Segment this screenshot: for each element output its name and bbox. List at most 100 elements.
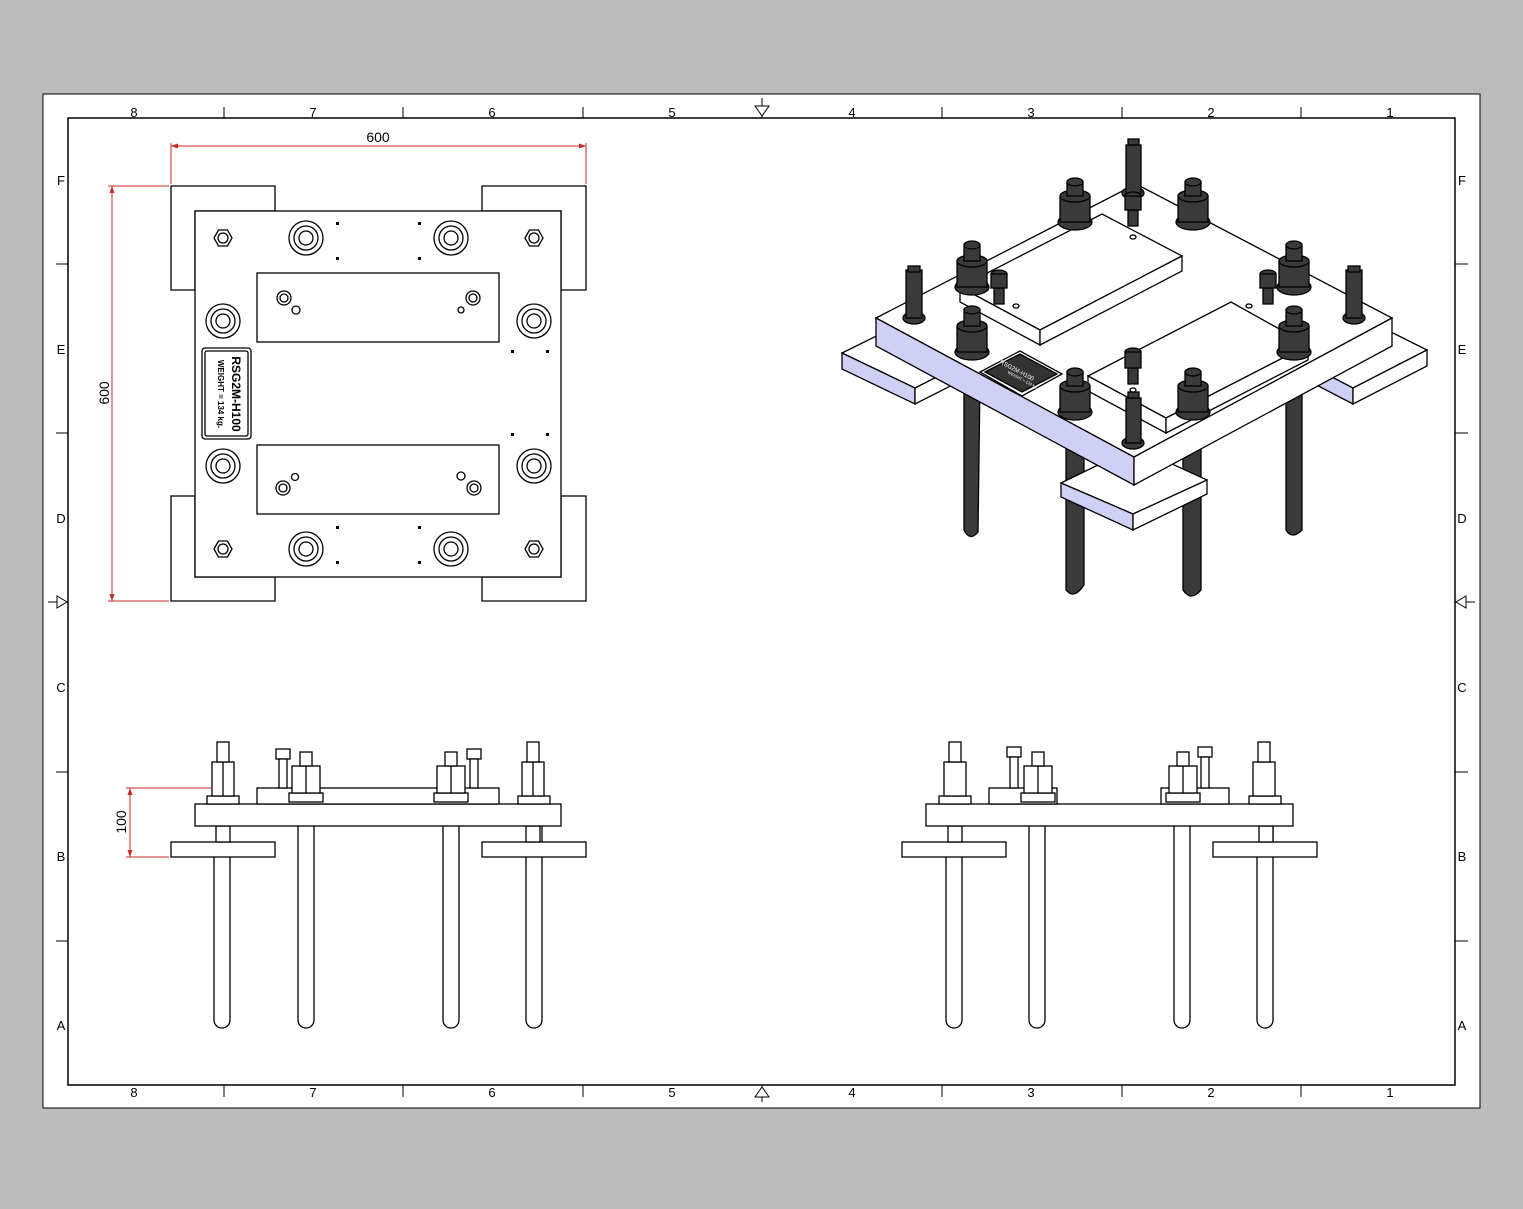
cap-screw-shank [1009,756,1019,789]
cap-screw-shank [469,758,479,789]
spacer [525,825,541,843]
spacer [947,825,963,843]
nut-washer [433,220,469,256]
col-label-top: 8 [130,105,137,120]
iso-guide-rod [963,379,981,538]
guide-rod [1173,826,1191,1029]
iso-guide-rod [1285,379,1303,536]
nut-washer [205,303,241,339]
col-label-bottom: 2 [1207,1085,1214,1100]
col-label-top: 2 [1207,105,1214,120]
cap-screw-shank [278,758,288,789]
row-label-right: A [1458,1018,1467,1033]
iso-guide-rod [1182,439,1202,597]
cap-screw [465,290,481,306]
cap-screw [1197,746,1213,758]
nut-washer [516,303,552,339]
nut-washer [288,531,324,567]
cap-screw [276,290,292,306]
col-label-top: 1 [1386,105,1393,120]
stud [299,751,313,767]
nut-washer [205,448,241,484]
col-label-bottom: 8 [130,1085,137,1100]
row-label-right: C [1457,680,1466,695]
guide-rod [213,842,231,1029]
row-label-left: A [57,1018,66,1033]
hex-nut [213,229,233,247]
iso-nut [1057,177,1093,231]
iso-nut [1175,367,1211,421]
washer [1165,792,1201,803]
washer [938,795,972,805]
iso-nut [1276,305,1312,361]
dimension-height: 100 [113,810,129,834]
guide-rod [945,842,963,1029]
row-label-right: D [1457,511,1466,526]
stud [216,741,230,763]
pin-hole [456,471,466,481]
row-label-right: E [1458,342,1467,357]
stud [526,741,540,763]
nameplate-inner [204,350,249,437]
dimension-arrowheads [127,788,133,857]
centering-arrows [56,105,1467,1098]
iso-holes [1012,234,1253,393]
lower-bracket [170,841,276,858]
col-label-top: 4 [848,105,855,120]
lower-bracket [481,841,587,858]
iso-stud [1121,391,1145,450]
nameplate-text-2: WEIGHT = 134 kg. [216,360,225,428]
iso-guide-rod [1065,439,1085,595]
col-label-top: 5 [668,105,675,120]
iso-cap-screw [990,269,1008,305]
nameplate [201,347,252,440]
stud [1031,751,1045,767]
row-label-left: C [56,680,65,695]
col-label-bottom: 1 [1386,1085,1393,1100]
dimension-width: 600 [366,129,390,145]
dimension-arrowheads [109,143,586,601]
dimension-height: 600 [96,381,112,405]
nut-washer [516,448,552,484]
washer [517,795,551,805]
base-plate [194,803,562,827]
iso-nut [954,305,990,361]
isometric-view: RSG2M-H100 WEIGHT = 134 kg. [840,138,1429,597]
col-label-top: 7 [309,105,316,120]
side-view [901,741,1318,1029]
col-label-top: 6 [488,105,495,120]
spacer [1258,825,1274,843]
stud [444,751,458,767]
top-view-dots [336,222,549,564]
cap-screw [275,480,291,496]
iso-guide-block [958,213,1184,347]
iso-stud [1342,265,1366,325]
iso-nut-stacks [902,138,1366,450]
front-view-dimension [126,787,212,858]
row-label-right: F [1458,173,1466,188]
base-plate [925,803,1294,827]
base-plate [194,210,562,578]
iso-cap-screw [1124,347,1142,385]
iso-nut [954,240,990,296]
cap-screw [275,748,291,760]
iso-nut [1175,177,1211,231]
nut-washer [433,531,469,567]
stud [1257,741,1271,763]
iso-nameplate [978,350,1064,397]
pin-hole [291,305,301,315]
hex-nut [943,761,967,797]
washer [288,792,324,803]
row-label-left: B [57,849,66,864]
iso-cap-screw [1124,191,1142,227]
stud [1176,751,1190,767]
col-label-bottom: 7 [309,1085,316,1100]
guide-rod [525,826,543,1029]
cap-screw [466,480,482,496]
row-label-left: D [56,511,65,526]
pin-hole [290,472,300,482]
spacer [215,825,231,843]
washer [206,795,240,805]
col-label-bottom: 6 [488,1085,495,1100]
